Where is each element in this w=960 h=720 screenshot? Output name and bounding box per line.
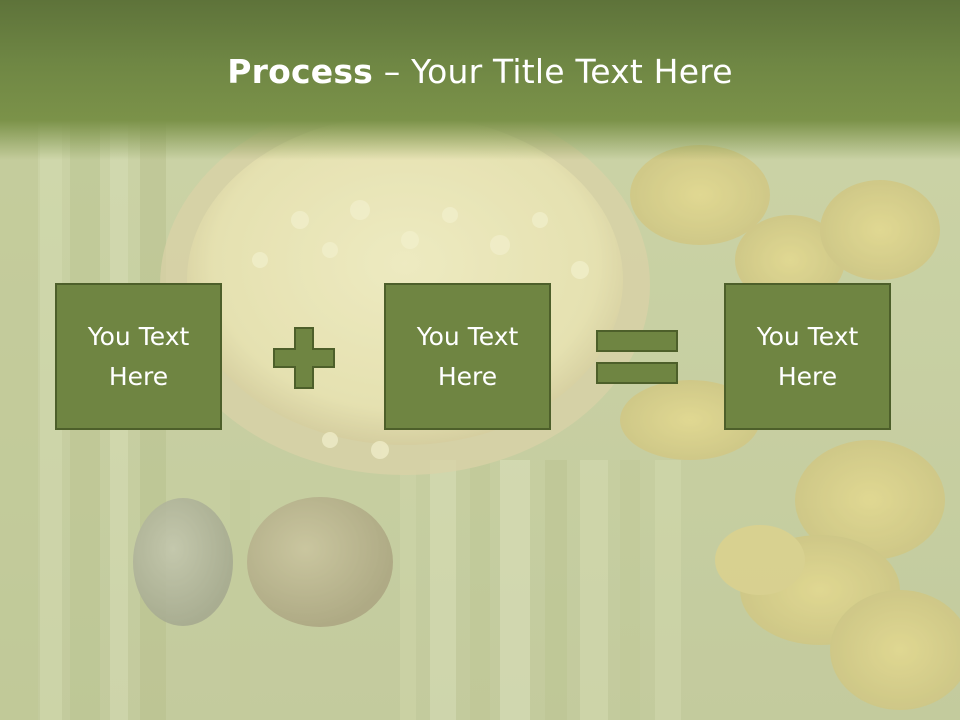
process-box-2[interactable]: You Text Here (384, 283, 551, 430)
equals-icon (596, 330, 678, 384)
process-box-1[interactable]: You Text Here (55, 283, 222, 430)
process-box-1-label: You Text Here (87, 321, 190, 391)
title-rest: – Your Title Text Here (373, 52, 733, 91)
process-box-3[interactable]: You Text Here (724, 283, 891, 430)
title-bold: Process (227, 52, 374, 91)
title-banner (0, 0, 960, 160)
plus-icon (273, 327, 335, 389)
slide-title: Process – Your Title Text Here (0, 52, 960, 91)
process-box-2-label: You Text Here (416, 321, 519, 391)
process-box-3-label: You Text Here (756, 321, 859, 391)
